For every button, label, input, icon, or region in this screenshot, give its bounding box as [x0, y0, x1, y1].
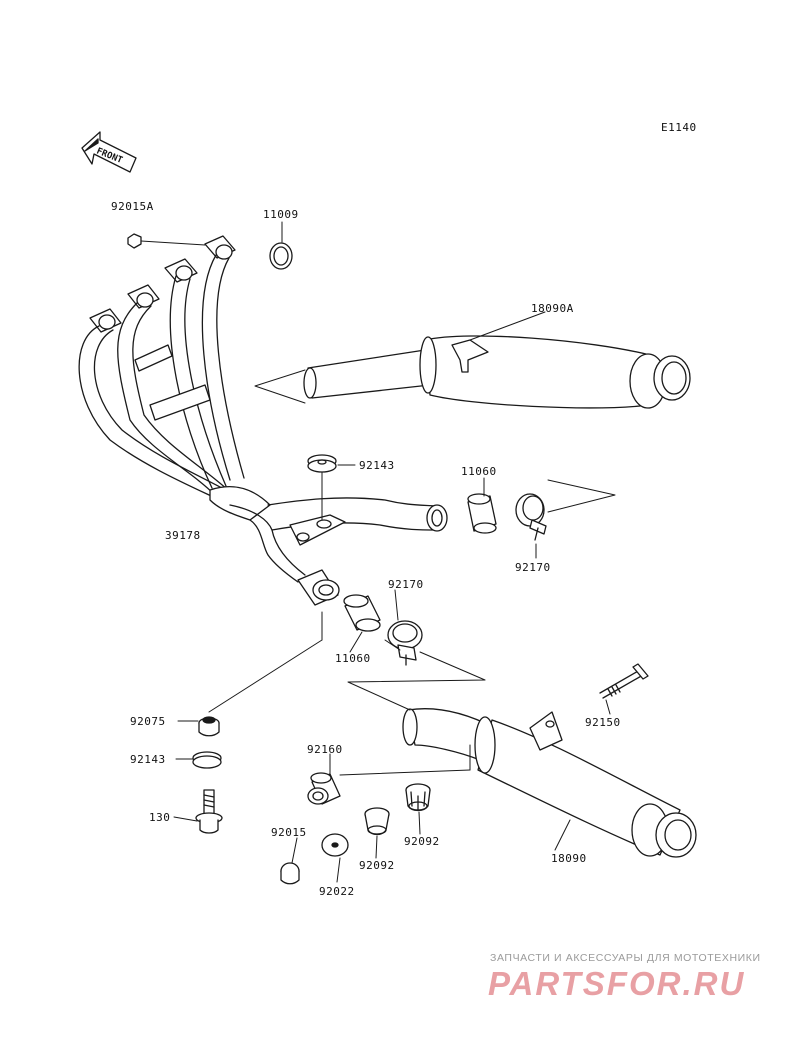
front-arrow-icon: FRONT [81, 131, 137, 173]
clamp-92170-right [515, 493, 547, 541]
leader-lines [140, 221, 611, 883]
silencer-18090 [402, 708, 697, 858]
nut-92015 [280, 862, 300, 885]
bolt-92150 [599, 663, 649, 699]
part-label-92022: 92022 [319, 885, 355, 898]
part-label-92150: 92150 [585, 716, 621, 729]
part-label-92170-mid: 92170 [388, 578, 424, 591]
grommet-92075 [198, 716, 220, 737]
part-label-92015a: 92015A [111, 200, 154, 213]
part-label-92075: 92075 [130, 715, 166, 728]
washer-92022 [321, 833, 349, 857]
part-label-92160: 92160 [307, 743, 343, 756]
exhaust-header-pipes [78, 235, 448, 606]
part-label-11060-mid: 11060 [335, 652, 371, 665]
damper-92143-top [307, 454, 337, 473]
part-label-92015: 92015 [271, 826, 307, 839]
part-label-92092-a: 92092 [404, 835, 440, 848]
watermark-logo: PARTSFOR.RU [488, 965, 746, 1002]
silencer-18090a [303, 335, 691, 409]
part-label-18090: 18090 [551, 852, 587, 865]
part-label-11009: 11009 [263, 208, 299, 221]
part-label-39178: 39178 [165, 529, 201, 542]
nut-92015a [127, 233, 142, 249]
part-label-18090a: 18090A [531, 302, 574, 315]
sleeve-11060-mid [343, 594, 381, 632]
collar-92160 [307, 772, 341, 805]
damper-92143-left [192, 751, 222, 769]
clamp-92170-mid [387, 620, 423, 666]
sleeve-11060-right [467, 493, 497, 534]
gasket-11009 [269, 242, 293, 270]
bushing-92092-b [405, 783, 431, 812]
part-label-92092-b: 92092 [359, 859, 395, 872]
part-label-92170-right: 92170 [515, 561, 551, 574]
part-label-92143-top: 92143 [359, 459, 395, 472]
part-label-11060-right: 11060 [461, 465, 497, 478]
part-label-130: 130 [149, 811, 171, 824]
assembly-indicators [254, 369, 616, 711]
watermark-tagline: ЗАПЧАСТИ И АКСЕССУАРЫ ДЛЯ МОТОТЕХНИКИ [490, 952, 761, 964]
part-label-92143-left: 92143 [130, 753, 166, 766]
bushing-92092-a [364, 807, 390, 836]
bolt-130 [195, 789, 223, 834]
diagram-code: E1140 [661, 121, 697, 134]
